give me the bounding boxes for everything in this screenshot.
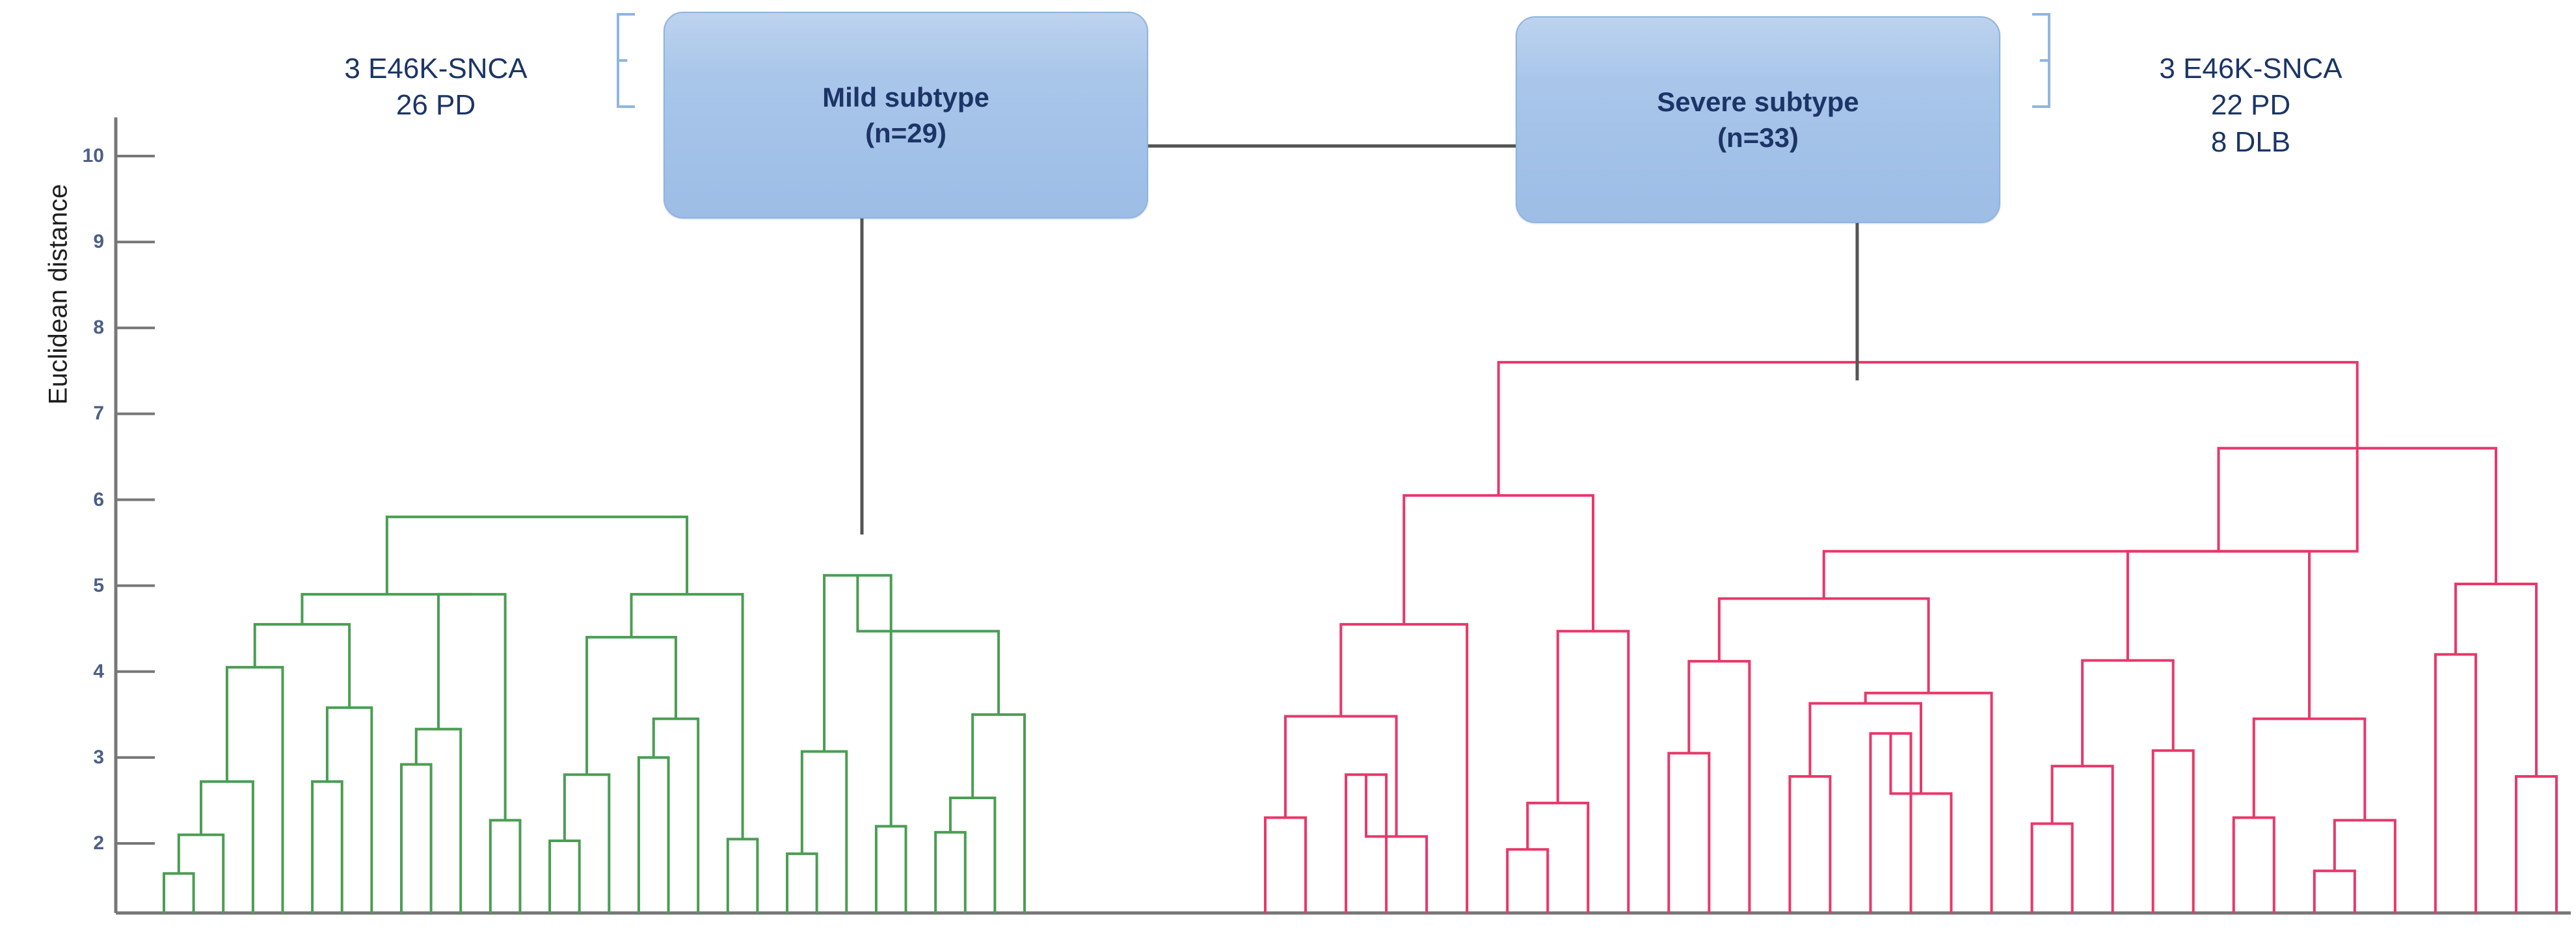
dendrogram-link (948, 796, 997, 913)
dendrogram-link (177, 833, 225, 913)
y-axis-tick-label: 3 (93, 746, 104, 768)
dendrogram-link (2126, 549, 2311, 719)
dendrogram-link (2454, 582, 2538, 776)
y-axis-tick-label: 10 (82, 145, 104, 166)
dendrogram-link (652, 717, 700, 913)
dendrogram-link (971, 713, 1026, 913)
subtype-box-title: Mild subtype (822, 81, 989, 112)
dendrogram-link (585, 635, 677, 775)
dendrogram-link (563, 773, 611, 913)
dendrogram-link (1864, 691, 1993, 913)
dendrogram-link (1788, 774, 1832, 913)
subtype-box-count: (n=33) (1717, 122, 1799, 153)
dendrogram-link (934, 830, 967, 913)
side-label-line: 22 PD (2210, 89, 2291, 122)
mild-cluster-dendrogram (163, 515, 1026, 913)
dendrogram-link (1506, 848, 1550, 913)
y-axis-tick-label: 2 (93, 832, 104, 854)
dendrogram-link (1687, 659, 1751, 913)
y-axis-tick-label: 4 (93, 660, 104, 682)
dendrogram-link (1667, 752, 1711, 913)
dendrogram-link (2151, 749, 2195, 913)
dendrogram-link (2030, 822, 2074, 913)
dendrogram-link (2050, 765, 2114, 913)
dendrogram-link (414, 728, 463, 913)
dendrogram-link (200, 780, 254, 913)
dendrogram-link (163, 872, 195, 913)
dendrogram-link (2333, 819, 2396, 913)
dendrogram-link (630, 592, 744, 840)
dendrogram-link (1402, 494, 1594, 631)
dendrogram-link (311, 780, 343, 913)
dendrogram-link (548, 840, 581, 913)
subtype-box-count: (n=29) (865, 118, 946, 148)
dendrogram-link (2434, 653, 2477, 913)
dendrogram-link (489, 819, 522, 913)
dendrogram-link (800, 750, 848, 913)
dendrogram-link (1822, 448, 2359, 599)
y-axis-tick-label: 9 (93, 231, 104, 253)
dendrogram-link (225, 666, 284, 913)
dendrogram-link (301, 592, 472, 625)
severe-cluster-dendrogram (1264, 361, 2558, 913)
dendrogram-link (436, 592, 507, 821)
subtype-box-severe[interactable]: Severe subtype (n=33) (1516, 16, 2000, 223)
subtype-box-title: Severe subtype (1657, 86, 1859, 117)
dendrogram-link (385, 515, 689, 594)
side-label-line: 3 E46K-SNCA (2159, 53, 2342, 85)
dendrogram-link (2514, 774, 2558, 913)
dendrogram-link (2313, 869, 2356, 913)
left-cohort: 3 E46K-SNCA 26 PD (273, 51, 598, 124)
dendrogram-link (1264, 816, 1308, 913)
dendrogram-link (856, 575, 1000, 715)
axis-layer (114, 117, 2571, 915)
dendrogram-link (1339, 623, 1469, 913)
dendrogram-link (874, 825, 907, 913)
dendrogram-link (325, 706, 373, 913)
dendrogram-link (1889, 733, 1953, 913)
side-label-line: 8 DLB (2210, 126, 2291, 158)
dendrogram-link (1808, 702, 1923, 794)
right-cohort: 3 E46K-SNCA 22 PD 8 DLB (2069, 51, 2433, 161)
dendrogram-link (726, 838, 759, 913)
side-label-line: 3 E46K-SNCA (344, 53, 528, 85)
cohort-bracket-layer (617, 13, 2050, 108)
dendrogram-link (1526, 801, 1590, 913)
dendrogram-link (637, 756, 670, 913)
dendrogram-link (399, 763, 433, 913)
box-stem-layer (860, 218, 1859, 535)
dendrogram-link (2232, 816, 2275, 913)
mild-severe-connector (1148, 144, 1516, 148)
dendrogram-link (1717, 597, 1930, 693)
y-axis-tick-label: 5 (93, 574, 104, 596)
side-label-line: 26 PD (396, 89, 476, 122)
dendrogram-link (1556, 629, 1630, 913)
dendrogram-link (2252, 717, 2367, 821)
dendrogram-link (786, 852, 818, 913)
dendrogram-link (1497, 361, 2359, 496)
subtype-box-mild[interactable]: Mild subtype (n=29) (664, 12, 1148, 218)
y-axis-tick-label: 8 (93, 317, 104, 339)
y-axis-tick-label: 6 (93, 488, 104, 510)
y-axis-tick-label: 7 (93, 403, 104, 425)
